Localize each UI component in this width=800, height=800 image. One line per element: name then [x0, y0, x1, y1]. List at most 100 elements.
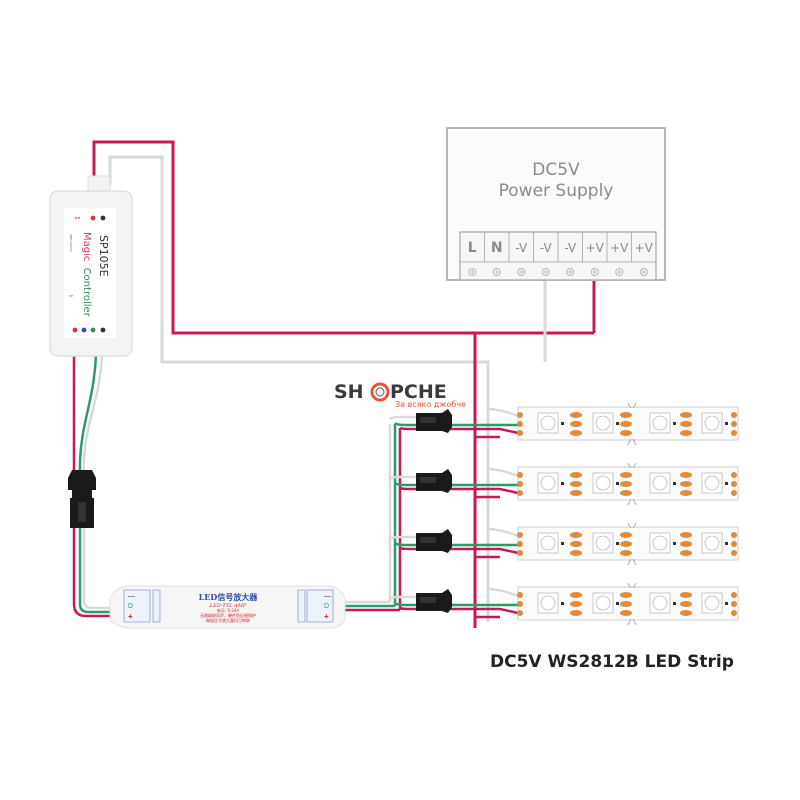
- ce-mark: CE: [69, 294, 73, 298]
- solder-pad: [620, 421, 632, 427]
- amp-right-plus: +: [324, 612, 329, 621]
- solder-pad: [620, 592, 632, 598]
- sm-connector: [416, 589, 452, 613]
- amp-note-2: 每段信号放大器均可串联: [206, 617, 250, 623]
- strip-gap: [629, 588, 635, 619]
- amp-right-tag: [297, 589, 306, 623]
- led-strip: [517, 462, 739, 506]
- led-ic: [561, 542, 564, 545]
- sm-connector: [416, 529, 452, 553]
- amp-left-minus: —: [128, 593, 135, 600]
- led-ic: [725, 422, 728, 425]
- amp-title: LED信号放大器: [199, 592, 259, 602]
- led-ic: [616, 602, 619, 605]
- controller-label-panel: [64, 208, 116, 338]
- terminal-screw-icon: [541, 268, 550, 276]
- solder-pad: [620, 490, 632, 496]
- solder-pad: [620, 412, 632, 418]
- led-ic: [725, 542, 728, 545]
- solder-pad: [620, 610, 632, 616]
- amp-left-d: D: [128, 603, 133, 610]
- strip-gap: [629, 468, 635, 499]
- solder-pad: [680, 430, 692, 436]
- logo-text-left: SH: [334, 381, 364, 403]
- controller-positive-wire-down: [72, 355, 110, 618]
- amp-right-minus: —: [324, 593, 331, 600]
- led-lens-icon: [540, 475, 556, 491]
- led-lens-icon: [704, 535, 720, 551]
- solder-pad: [570, 421, 582, 427]
- led-lens-icon: [595, 415, 611, 431]
- amp-left-panel: [123, 589, 151, 623]
- led-strip: [517, 582, 739, 626]
- solder-pad: [680, 481, 692, 487]
- connector-slot: [420, 417, 436, 423]
- led-ic: [673, 542, 676, 545]
- solder-pad: [731, 421, 737, 427]
- solder-pad: [517, 532, 523, 538]
- led-ic: [673, 422, 676, 425]
- solder-pad: [731, 430, 737, 436]
- solder-pad: [517, 412, 523, 418]
- signal-amplifier: — D + — D + LED信号放大器 LED-TTL-AMP 电压: 5-2…: [109, 585, 346, 629]
- solder-pad: [680, 601, 692, 607]
- connector-pins: [72, 490, 92, 498]
- solder-pad: [680, 541, 692, 547]
- amp-subtitle: LED-TTL-AMP: [209, 603, 247, 609]
- led-ic: [673, 482, 676, 485]
- strip-ground-feed-right: [487, 587, 519, 598]
- connector-latch: [442, 469, 452, 493]
- led-lens-icon: [540, 595, 556, 611]
- terminal-screw-icon: [590, 268, 599, 276]
- led-strip-caption: DC5V WS2812B LED Strip: [490, 652, 734, 672]
- solder-pad: [570, 532, 582, 538]
- solder-pad: [680, 421, 692, 427]
- controller-brand-word2: Controller: [81, 268, 92, 318]
- terminal-label: -V: [540, 241, 553, 255]
- solder-pad: [680, 472, 692, 478]
- strip-data-feed: [394, 542, 518, 547]
- strip-ground-feed: [389, 535, 430, 540]
- led-ic: [616, 482, 619, 485]
- screw-cross: [592, 270, 597, 274]
- solder-pad: [570, 490, 582, 496]
- led-ic: [725, 482, 728, 485]
- strip-gap: [629, 408, 635, 439]
- strip-data-feed: [394, 482, 518, 487]
- led-lens-icon: [595, 595, 611, 611]
- strip-positive-feed-left: [399, 606, 475, 611]
- controller-data-wire: [78, 354, 110, 614]
- indicator-5v: [100, 215, 106, 221]
- solder-pad: [570, 430, 582, 436]
- led-ic: [725, 602, 728, 605]
- screw-cross: [543, 270, 548, 274]
- sp105e-controller[interactable]: SP105E Magic Controller APP Control CE: [49, 175, 133, 357]
- solder-pad: [731, 412, 737, 418]
- strip-ground-feed: [389, 475, 430, 480]
- terminal-screw-icon: [517, 268, 526, 276]
- connector-latch: [442, 589, 452, 613]
- strip-positive-feed: [475, 547, 519, 555]
- led-ic: [673, 602, 676, 605]
- controller-tab: [87, 175, 111, 193]
- solder-pad: [517, 610, 523, 616]
- led-lens-icon: [595, 535, 611, 551]
- led-lens-icon: [704, 475, 720, 491]
- solder-pad: [620, 532, 632, 538]
- terminal-label: -V: [564, 241, 577, 255]
- screw-cross: [494, 270, 499, 274]
- led-lens-icon: [652, 415, 668, 431]
- solder-pad: [517, 421, 523, 427]
- terminal-screw-icon: [639, 268, 648, 276]
- logo-o-ring: [370, 382, 390, 402]
- output-dot-gnd: [100, 327, 106, 333]
- led-strip: [517, 402, 739, 446]
- terminal-label: +V: [586, 241, 605, 255]
- solder-pad: [620, 550, 632, 556]
- solder-pad: [570, 481, 582, 487]
- strip-ground-feed-right: [487, 527, 519, 538]
- connector-slot: [420, 477, 436, 483]
- amp-right-d: D: [324, 603, 329, 610]
- solder-pad: [731, 481, 737, 487]
